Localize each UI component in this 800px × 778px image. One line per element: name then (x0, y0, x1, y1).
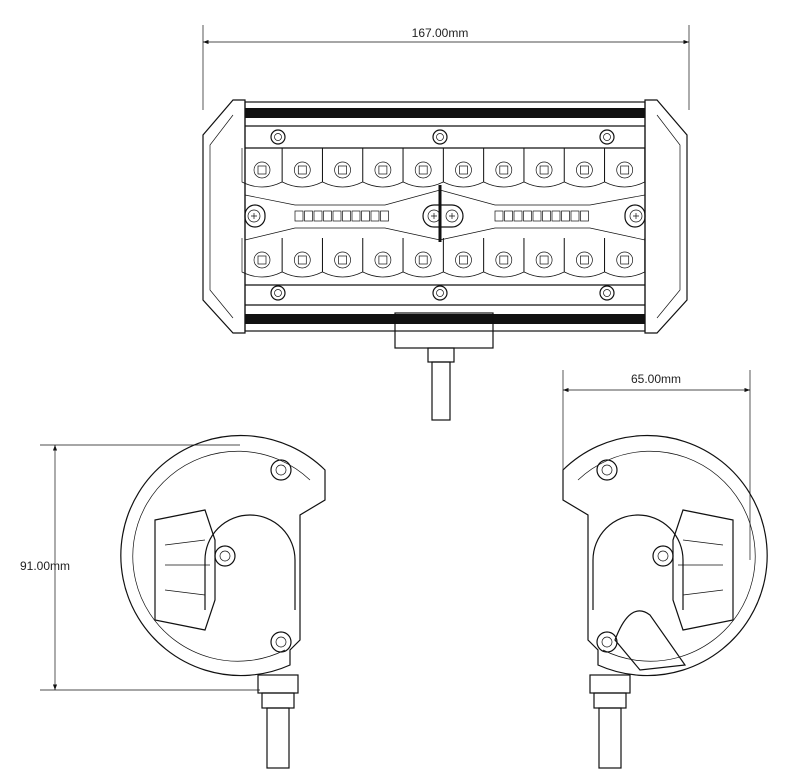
depth-dimension: 65.00mm (562, 370, 751, 560)
led-lens (281, 148, 323, 188)
indicator-segment (294, 210, 304, 222)
led-lens (604, 148, 646, 188)
led-lens (402, 238, 444, 278)
mounting-screw (432, 285, 448, 301)
depth-label: 65.00mm (631, 372, 681, 386)
indicator-segment (504, 210, 513, 222)
led-lens (362, 148, 404, 188)
indicator-segment (332, 210, 342, 222)
led-lens (322, 238, 363, 278)
indicator-segment (313, 210, 323, 222)
led-lens (523, 238, 565, 278)
indicator-segment (532, 210, 542, 222)
led-lens (281, 238, 323, 278)
led-lens (241, 148, 283, 188)
indicator-segment (542, 210, 551, 222)
height-dimension: 91.00mm (20, 444, 260, 691)
led-lens (322, 148, 363, 188)
led-lens (564, 148, 605, 188)
led-lens (523, 148, 565, 188)
indicator-segment (561, 210, 570, 222)
mounting-screw (270, 129, 286, 145)
mounting-screw (432, 129, 448, 145)
indicator-segment (513, 210, 523, 222)
center-screw-pair (422, 204, 464, 228)
width-label: 167.00mm (412, 26, 469, 40)
led-lens (402, 148, 444, 188)
indicator-segment (494, 210, 504, 222)
indicator-segment (523, 210, 532, 222)
led-lens (604, 238, 646, 278)
width-dimension: 167.00mm (202, 25, 690, 110)
front-view (202, 99, 688, 421)
indicator-segment (380, 210, 389, 222)
height-label: 91.00mm (20, 559, 70, 573)
mounting-screw (270, 285, 286, 301)
indicator-segment (351, 210, 361, 222)
indicator-segment (570, 210, 580, 222)
indicator-segment (580, 210, 589, 222)
led-lens (362, 238, 404, 278)
indicator-segment (370, 210, 380, 222)
side-screw-left (244, 204, 266, 228)
indicator-segment (304, 210, 313, 222)
indicator-segment (551, 210, 561, 222)
indicator-segment (342, 210, 351, 222)
side-screw-right (624, 204, 646, 228)
indicator-segment (361, 210, 370, 222)
led-lens (443, 148, 484, 188)
right-side-view (562, 434, 768, 769)
led-lens (483, 238, 525, 278)
left-side-view (120, 434, 326, 769)
led-lens (564, 238, 605, 278)
mounting-screw (599, 129, 615, 145)
led-lens (483, 148, 525, 188)
led-lens (443, 238, 484, 278)
indicator-segment (323, 210, 332, 222)
mounting-screw (599, 285, 615, 301)
led-lens (241, 238, 283, 278)
